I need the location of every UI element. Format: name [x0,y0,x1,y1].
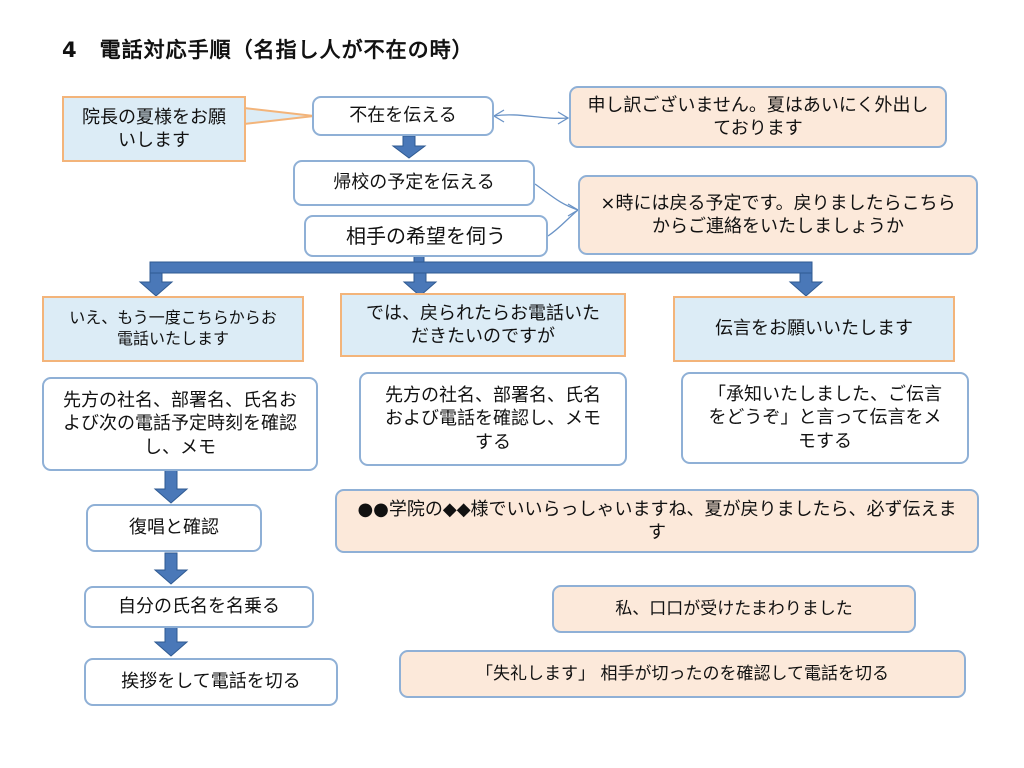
branch-a-action: 先方の社名、部署名、氏名および次の電話予定時刻を確認し、メモ [42,377,318,471]
step-return-time-label: 帰校の予定を伝える [333,172,495,194]
branch-c-action-text: 「承知いたしました、ご伝言をどうぞ」と言って伝言をメモする [708,383,942,452]
arrow-name-hangup [153,626,189,657]
arrow-branch-b [402,272,438,297]
callout-pointer [243,106,315,126]
branch-b-action: 先方の社名、部署名、氏名および電話を確認し、メモする [359,372,627,466]
connector-return [534,183,579,211]
script-return-notice-text: ×時には戻る予定です。戻りましたらこちらからご連絡をいたしましょうか [600,192,956,237]
branch-bus [149,261,813,274]
branch-b-reply-text: では、戻られたらお電話いただきたいのですが [366,302,600,347]
branch-a-action-text: 先方の社名、部署名、氏名および次の電話予定時刻を確認し、メモ [63,389,297,458]
page-title: 4 電話対応手順（名指し人が不在の時） [62,38,474,62]
arrow-branch-a [138,272,174,297]
arrow-action-repeat [153,469,189,504]
step-ask-wish: 相手の希望を伺う [304,215,548,257]
step-repeat-confirm: 復唱と確認 [86,504,262,552]
script-apology: 申し訳ございません。夏はあいにく外出しております [569,86,947,148]
branch-c-reply: 伝言をお願いいたします [673,296,955,362]
arrow-absent-return [391,135,427,159]
connector-apology-head [557,111,570,125]
branch-b-action-text: 先方の社名、部署名、氏名および電話を確認し、メモする [385,384,601,453]
step-absent-label: 不在を伝える [349,105,457,127]
script-received-text: 私、口口が受けたまわりました [615,598,853,619]
arrow-repeat-name [153,552,189,585]
connector-absent-head [492,109,505,123]
arrow-branch-c [788,272,824,297]
step-ask-wish-label: 相手の希望を伺う [346,224,506,248]
branch-c-reply-text: 伝言をお願いいたします [715,318,913,340]
step-absent: 不在を伝える [312,96,494,136]
branch-a-reply: いえ、もう一度こちらからお電話いたします [42,296,304,362]
script-confirm-text: ●●学院の◆◆様でいいらっしゃいますね、夏が戻りましたら、必ず伝えます [357,498,957,543]
branch-c-action: 「承知いたしました、ご伝言をどうぞ」と言って伝言をメモする [681,372,969,464]
script-received: 私、口口が受けたまわりました [552,585,916,633]
script-closing: 「失礼します」 相手が切ったのを確認して電話を切る [399,650,966,698]
script-confirm: ●●学院の◆◆様でいいらっしゃいますね、夏が戻りましたら、必ず伝えます [335,489,979,553]
caller-request-callout: 院長の夏様をお願いします [62,96,246,162]
script-return-notice: ×時には戻る予定です。戻りましたらこちらからご連絡をいたしましょうか [578,175,978,255]
step-repeat-confirm-label: 復唱と確認 [129,517,219,539]
step-hang-up: 挨拶をして電話を切る [84,658,338,706]
step-hang-up-label: 挨拶をして電話を切る [121,671,301,693]
step-state-name: 自分の氏名を名乗る [84,586,314,628]
caller-request-text: 院長の夏様をお願いします [82,106,226,151]
step-state-name-label: 自分の氏名を名乗る [118,596,280,618]
script-closing-text: 「失礼します」 相手が切ったのを確認して電話を切る [476,663,889,684]
connector-absent-apology [493,114,569,119]
branch-b-reply: では、戻られたらお電話いただきたいのですが [340,293,626,357]
branch-a-reply-text: いえ、もう一度こちらからお電話いたします [69,308,277,348]
script-apology-text: 申し訳ございません。夏はあいにく外出しております [587,94,929,139]
step-return-time: 帰校の予定を伝える [293,160,535,206]
block-arrows [138,135,824,657]
